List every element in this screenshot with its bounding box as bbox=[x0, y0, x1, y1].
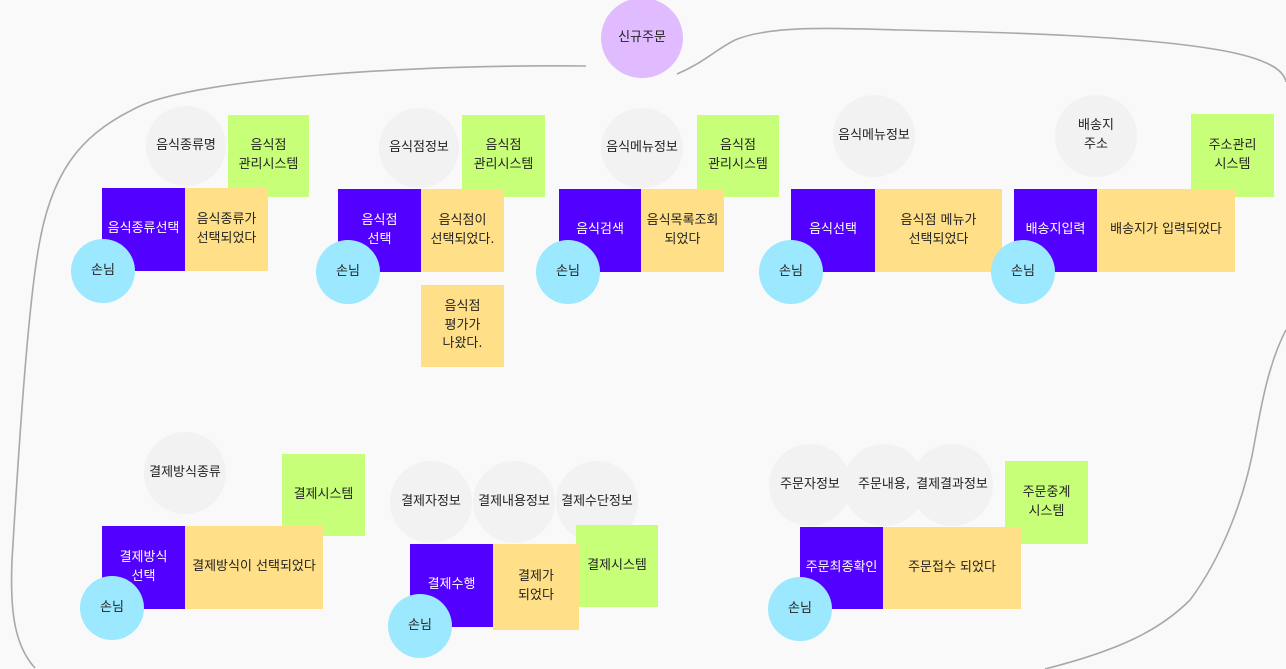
event-payment-method-selected: 결제방식이 선택되었다 bbox=[185, 526, 323, 609]
boundary-line-top-right bbox=[676, 27, 1286, 83]
actor-customer: 손님 bbox=[536, 240, 600, 304]
read-model-menu-info: 음식메뉴정보 bbox=[601, 108, 683, 188]
event-restaurant-rating-shown: 음식점 평가가 나왔다. bbox=[421, 285, 504, 367]
read-model-payment-details: 결제내용정보 bbox=[473, 461, 555, 543]
boundary-line-left bbox=[10, 65, 587, 669]
read-model-payment-result: 결제결과정보 bbox=[911, 444, 993, 526]
external-system-payment: 결제시스템 bbox=[576, 525, 658, 607]
external-system-address-management: 주소관리 시스템 bbox=[1191, 114, 1274, 197]
external-system-restaurant-management: 음식점 관리시스템 bbox=[697, 115, 779, 197]
actor-customer: 손님 bbox=[71, 239, 135, 303]
read-model-restaurant-info: 음식점정보 bbox=[379, 108, 459, 188]
actor-customer: 손님 bbox=[991, 240, 1055, 304]
actor-customer: 손님 bbox=[759, 240, 823, 304]
event-payment-completed: 결제가 되었다 bbox=[493, 544, 579, 630]
external-system-restaurant-management: 음식점 관리시스템 bbox=[462, 115, 545, 197]
event-food-type-selected: 음식종류가 선택되었다 bbox=[185, 188, 268, 271]
event-food-list-retrieved: 음식목록조회 되었다 bbox=[641, 189, 724, 272]
external-system-restaurant-management: 음식점 관리시스템 bbox=[228, 115, 309, 197]
read-model-menu-info: 음식메뉴정보 bbox=[833, 95, 915, 177]
read-model-food-type-name: 음식종류명 bbox=[146, 106, 226, 186]
actor-customer: 손님 bbox=[80, 576, 144, 640]
boundary-line-bottom-right bbox=[1044, 329, 1286, 669]
new-order-trigger: 신규주문 bbox=[601, 0, 683, 78]
event-menu-selected: 음식점 메뉴가 선택되었다 bbox=[875, 189, 1002, 272]
actor-customer: 손님 bbox=[316, 240, 380, 304]
event-restaurant-selected: 음식점이 선택되었다. bbox=[421, 189, 504, 272]
external-system-payment: 결제시스템 bbox=[282, 454, 365, 536]
actor-customer: 손님 bbox=[768, 577, 832, 641]
read-model-orderer-info: 주문자정보 bbox=[769, 444, 851, 526]
read-model-payment-method-types: 결제방식종류 bbox=[144, 432, 226, 514]
event-address-entered: 배송지가 입력되었다 bbox=[1097, 189, 1235, 272]
read-model-payer-info: 결제자정보 bbox=[390, 461, 472, 543]
actor-customer: 손님 bbox=[388, 594, 452, 658]
event-order-received: 주문접수 되었다 bbox=[883, 527, 1021, 609]
read-model-delivery-address: 배송지 주소 bbox=[1055, 95, 1137, 177]
